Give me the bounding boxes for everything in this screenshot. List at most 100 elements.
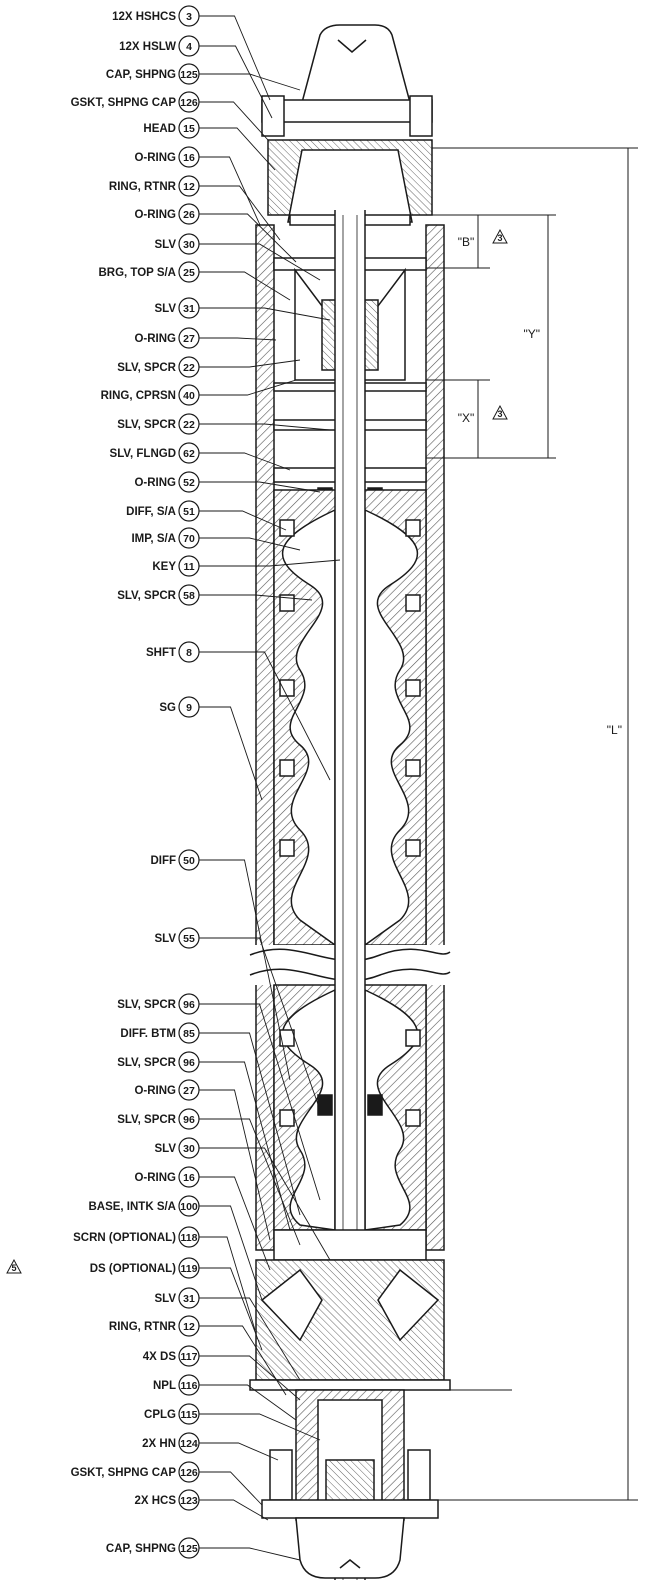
callout-item: SLV, SPCR 96 <box>117 993 321 1201</box>
callout-number: 4 <box>186 41 192 53</box>
callout-label: CAP, SHPNG <box>106 69 176 81</box>
callout-leader-line <box>199 706 263 801</box>
callout-label: DIFF <box>150 855 176 867</box>
callout-leader-line <box>199 1413 321 1441</box>
callout-label: SLV, SPCR <box>117 1057 176 1069</box>
callout-label: 2X HCS <box>134 1495 176 1507</box>
callout-number: 30 <box>183 239 195 251</box>
callout-label: CPLG <box>144 1409 176 1421</box>
callout-leader-line <box>199 243 321 281</box>
callout-number: 70 <box>183 533 195 545</box>
callout-label: SLV <box>154 1293 176 1305</box>
callout-number: 16 <box>183 152 195 164</box>
callout-number: 12 <box>183 181 195 193</box>
callout-leader-line <box>199 1442 279 1461</box>
callout-label: DS (OPTIONAL) <box>90 1263 176 1275</box>
callout-number: 11 <box>183 561 194 573</box>
callout-leader-line <box>199 15 271 101</box>
callout-leader-line <box>199 73 301 91</box>
callout-item: O-RING 16 <box>134 146 261 226</box>
callout-leader-line <box>199 45 273 119</box>
callout-label: SHFT <box>146 647 176 659</box>
dim-x-flag: 3 <box>497 409 502 419</box>
callout-label: GSKT, SHPNG CAP <box>71 97 177 109</box>
callout-number: 3 <box>186 11 192 23</box>
callout-leader-line <box>199 1267 263 1351</box>
callout-number: 52 <box>183 477 195 489</box>
callout-label: GSKT, SHPNG CAP <box>71 1467 177 1479</box>
dim-b: "B" 3 <box>458 228 508 249</box>
callout-label: O-RING <box>134 209 176 221</box>
callout-label: SCRN (OPTIONAL) <box>73 1232 176 1244</box>
callout-label: SLV <box>154 933 176 945</box>
dimension-annotations <box>426 147 638 1501</box>
callout-leader-line <box>199 1089 271 1241</box>
callout-number: 96 <box>183 999 195 1011</box>
callout-label: SLV <box>154 1143 176 1155</box>
callout-leader-line <box>199 651 331 781</box>
callout-leader-line <box>199 1297 301 1381</box>
callout-label: O-RING <box>134 1085 176 1097</box>
callout-leader-line <box>199 1325 287 1396</box>
callout-leader-line <box>199 1499 269 1521</box>
dim-overall-label: "L" <box>607 723 622 737</box>
dim-b-flag: 3 <box>497 233 502 243</box>
callout-leader-line <box>199 1118 301 1246</box>
dim-overall: "L" <box>607 723 622 737</box>
callout-number: 9 <box>186 702 192 714</box>
callout-leader-line <box>199 859 291 1081</box>
dim-x: "X" 3 <box>458 404 508 425</box>
callout-label: DIFF, S/A <box>126 506 176 518</box>
callout-leader-line <box>199 1003 321 1201</box>
callout-label: NPL <box>153 1380 176 1392</box>
callout-leader-line <box>199 1384 297 1421</box>
callout-number: 100 <box>180 1201 198 1213</box>
callout-leader-line <box>199 1176 271 1271</box>
callout-number: 22 <box>183 362 195 374</box>
callout-label: CAP, SHPNG <box>106 1543 176 1555</box>
callout-number: 27 <box>183 333 195 345</box>
callout-label: SLV, SPCR <box>117 999 176 1011</box>
callout-leader-line <box>199 379 297 396</box>
callout-label: RING, RTNR <box>109 181 177 193</box>
dim-y-label: "Y" <box>523 327 540 341</box>
callout-label: SLV <box>154 303 176 315</box>
top-shipping-cap <box>261 24 433 137</box>
callout-leader-line <box>199 271 291 301</box>
callout-leader-line <box>199 937 321 1111</box>
callout-label: SLV, FLNGD <box>110 448 176 460</box>
callout-leader-line <box>199 156 261 226</box>
callout-flag: 5 <box>11 1263 16 1273</box>
revision-triangle-icon <box>492 228 508 244</box>
callout-label: SG <box>159 702 176 714</box>
callout-label: RING, CPRSN <box>101 390 176 402</box>
intake-base <box>249 1229 451 1391</box>
callout-leader-line <box>199 1355 301 1401</box>
callout-number: 123 <box>180 1495 198 1507</box>
callout-leader-line <box>199 307 331 321</box>
callout-number: 31 <box>183 303 195 315</box>
callout-leader-line <box>199 337 277 341</box>
callout-number: 126 <box>180 1467 198 1479</box>
callout-leader-line <box>199 559 341 567</box>
callout-leader-line <box>199 1471 263 1506</box>
callout-number: 51 <box>183 506 195 518</box>
callout-label: O-RING <box>134 477 176 489</box>
callout-number: 96 <box>183 1114 195 1126</box>
callout-leader-line <box>199 127 276 171</box>
callout-label: HEAD <box>143 123 176 135</box>
